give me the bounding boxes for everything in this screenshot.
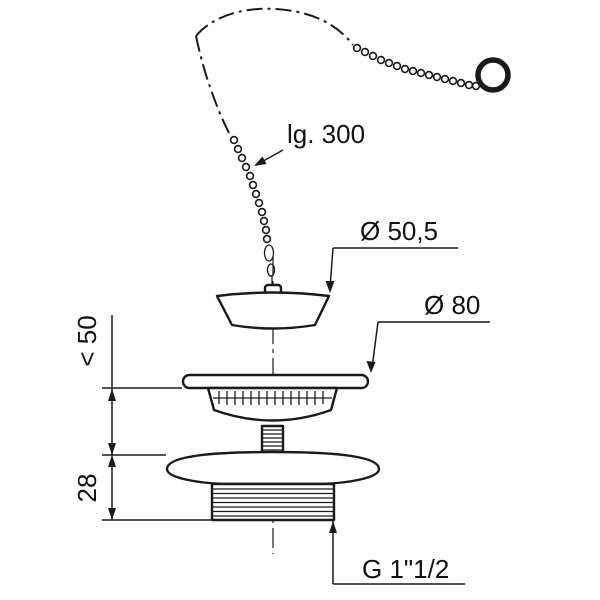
arrowhead xyxy=(325,281,335,293)
threaded-body xyxy=(210,482,336,522)
chain-ring xyxy=(475,57,511,93)
flange-diameter-label: Ø 80 xyxy=(424,290,480,320)
dim-plug-diameter: Ø 50,5 xyxy=(325,216,458,293)
strainer-plate xyxy=(181,373,370,390)
max-thickness-label: < 50 xyxy=(72,315,102,366)
arrowhead xyxy=(108,455,116,467)
strainer-basket xyxy=(206,386,339,422)
arrowhead xyxy=(108,508,116,520)
chain-dashed-left xyxy=(195,35,230,134)
chain-connector xyxy=(263,244,276,288)
arrowhead xyxy=(254,156,267,166)
dim-max-thickness: < 50 xyxy=(72,315,116,455)
chain-beads-left xyxy=(229,135,272,244)
chain-beads-right xyxy=(352,43,481,91)
arrowhead xyxy=(366,361,376,373)
flange-height-label: 28 xyxy=(72,474,102,503)
extension-lines xyxy=(102,387,211,521)
dim-flange-height: 28 xyxy=(72,455,116,520)
plug xyxy=(215,291,331,330)
dim-chain-length: lg. 300 xyxy=(254,119,365,166)
arrowhead xyxy=(108,443,116,455)
dim-thread-size: G 1"1/2 xyxy=(329,521,465,585)
bottom-flange xyxy=(165,450,381,486)
thread-size-label: G 1"1/2 xyxy=(362,554,449,584)
dim-flange-diameter: Ø 80 xyxy=(366,290,490,373)
plug-diameter-label: Ø 50,5 xyxy=(360,216,438,246)
chain-dashed-top xyxy=(195,7,354,46)
arrowhead xyxy=(329,521,337,533)
chain-length-label: lg. 300 xyxy=(287,119,365,149)
arrowhead xyxy=(108,389,116,401)
